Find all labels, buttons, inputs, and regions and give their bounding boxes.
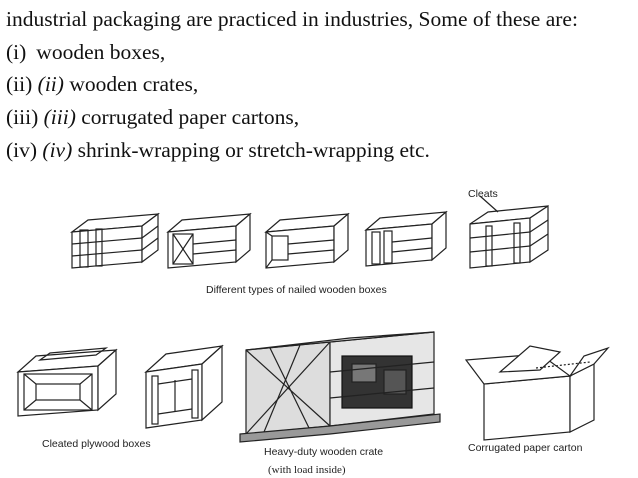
list-number: (i) bbox=[6, 40, 27, 64]
list-text: wooden crates, bbox=[69, 72, 199, 96]
corrugated-carton bbox=[464, 345, 610, 441]
carton-caption: Corrugated paper carton bbox=[468, 442, 583, 454]
intro-line: industrial packaging are practiced in in… bbox=[6, 7, 578, 31]
crate-caption: Heavy-duty wooden crate bbox=[264, 446, 384, 458]
open-cleated-box bbox=[469, 195, 549, 269]
list-italic-number: (ii) bbox=[37, 72, 64, 96]
plywood-box-2 bbox=[144, 344, 224, 429]
list-text: wooden boxes, bbox=[36, 40, 166, 64]
heavy-duty-crate bbox=[239, 331, 441, 443]
plywood-box-1 bbox=[16, 347, 118, 417]
cleats-label: Cleats bbox=[468, 188, 498, 200]
nailed-box-4 bbox=[364, 210, 448, 267]
nailed-box-2 bbox=[166, 212, 252, 269]
nailed-box-1 bbox=[69, 212, 161, 269]
list-number: (iv) bbox=[6, 138, 38, 162]
list-text: corrugated paper cartons, bbox=[81, 105, 300, 129]
list-item-wrapping: (iv) (iv) shrink-wrapping or stretch-wra… bbox=[6, 137, 430, 163]
plywood-boxes-caption: Cleated plywood boxes bbox=[42, 438, 151, 450]
list-italic-number: (iv) bbox=[42, 138, 73, 162]
list-italic-number: (iii) bbox=[43, 105, 76, 129]
nailed-boxes-caption: Different types of nailed wooden boxes bbox=[206, 284, 387, 296]
list-item-cartons: (iii) (iii) corrugated paper cartons, bbox=[6, 104, 299, 130]
crate-subcaption: (with load inside) bbox=[268, 464, 346, 476]
list-number: (ii) bbox=[6, 72, 33, 96]
nailed-box-3 bbox=[264, 212, 350, 269]
list-item-wooden-boxes: (i) wooden boxes, bbox=[6, 39, 165, 65]
list-item-wooden-crates: (ii) (ii) wooden crates, bbox=[6, 71, 198, 97]
list-number: (iii) bbox=[6, 105, 39, 129]
list-text: shrink-wrapping or stretch-wrapping etc. bbox=[77, 138, 430, 162]
